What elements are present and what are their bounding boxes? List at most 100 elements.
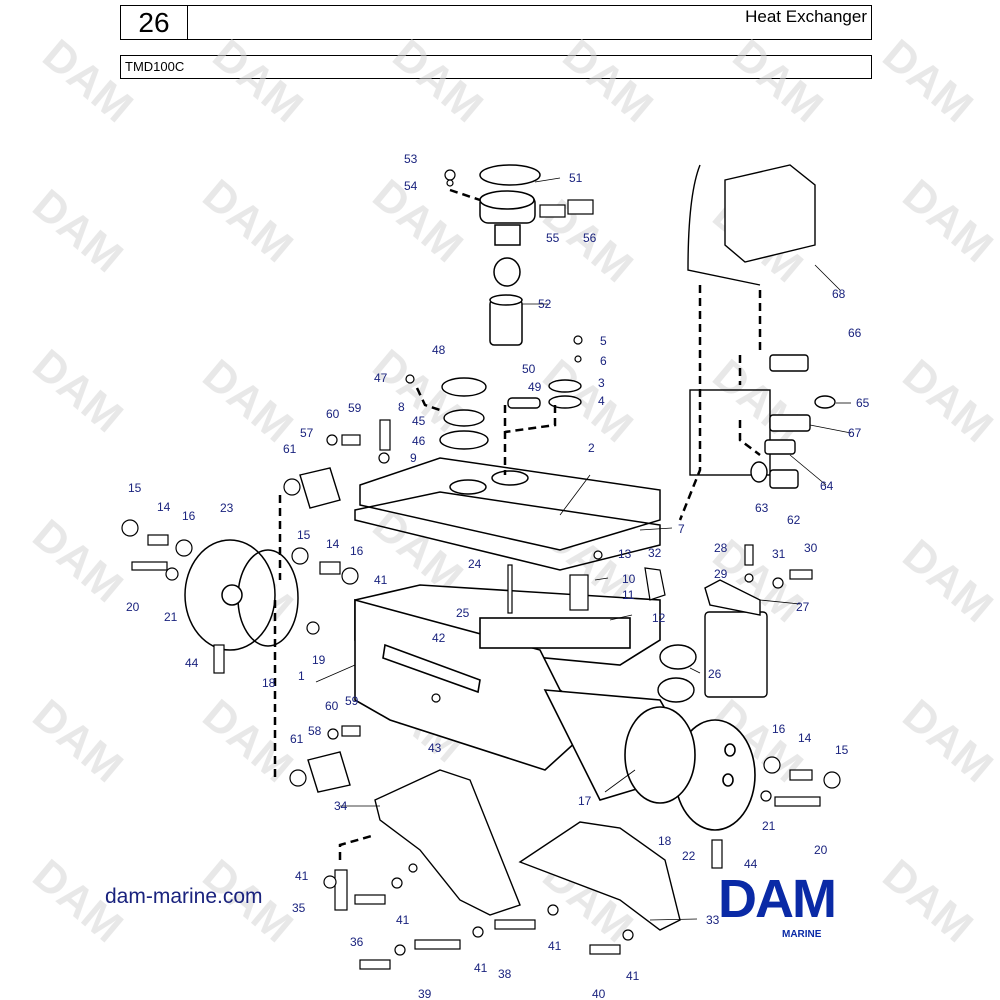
part-label-30: 30 xyxy=(804,541,818,555)
part-label-46: 46 xyxy=(412,434,426,448)
gasket xyxy=(354,491,661,571)
watermark: DAM xyxy=(204,30,312,132)
brand-logo-subtext: MARINE xyxy=(782,929,822,940)
left-end-cover xyxy=(184,539,299,651)
part-label-22: 22 xyxy=(682,849,696,863)
part-label-11: 11 xyxy=(622,588,635,602)
tube-stack xyxy=(624,706,696,804)
watermark: DAM xyxy=(724,30,832,132)
part-label-47: 47 xyxy=(374,371,388,385)
end-port-bottom xyxy=(722,773,734,787)
part-label-2: 2 xyxy=(588,441,595,455)
part-label-34: 34 xyxy=(334,799,348,813)
part-label-16: 16 xyxy=(772,722,786,736)
watermark: DAM xyxy=(24,690,132,792)
watermark: DAM xyxy=(24,510,132,612)
part-label-60: 60 xyxy=(325,699,339,713)
part-label-33: 33 xyxy=(706,913,720,927)
valve-plate xyxy=(479,617,631,649)
part-label-48: 48 xyxy=(432,343,446,357)
part-label-21: 21 xyxy=(164,610,178,624)
part-label-15: 15 xyxy=(128,481,142,495)
part-label-39: 39 xyxy=(418,987,432,1000)
part-label-16: 16 xyxy=(350,544,364,558)
end-port-top xyxy=(724,743,736,757)
part-label-36: 36 xyxy=(350,935,364,949)
part-label-20: 20 xyxy=(814,843,828,857)
part-label-42: 42 xyxy=(432,631,446,645)
part-label-15: 15 xyxy=(835,743,849,757)
flange-bottom xyxy=(307,751,351,793)
watermark: DAM xyxy=(194,350,302,452)
thermostat-port-1 xyxy=(449,479,487,495)
watermark: DAM xyxy=(34,30,142,132)
part-label-59: 59 xyxy=(345,694,359,708)
part-label-41: 41 xyxy=(295,869,309,883)
part-label-61: 61 xyxy=(283,442,297,456)
thermostat-port-2 xyxy=(491,470,529,486)
page-title: Heat Exchanger xyxy=(745,7,867,26)
part-label-38: 38 xyxy=(498,967,512,981)
watermark: DAM xyxy=(24,180,132,282)
part-label-23: 23 xyxy=(220,501,234,515)
hardware xyxy=(121,169,841,970)
part-label-63: 63 xyxy=(755,501,769,515)
part-label-5: 5 xyxy=(600,334,607,348)
mount-bracket-left xyxy=(374,769,521,916)
part-label-45: 45 xyxy=(412,414,426,428)
watermark: DAM xyxy=(894,350,1000,452)
part-label-66: 66 xyxy=(848,326,862,340)
part-label-53: 53 xyxy=(404,152,418,166)
part-number-labels: 1234567891011121314141415151516161617181… xyxy=(126,152,870,1000)
part-label-25: 25 xyxy=(456,606,470,620)
part-label-16: 16 xyxy=(182,509,196,523)
part-label-26: 26 xyxy=(708,667,722,681)
nameplate xyxy=(382,643,481,694)
part-label-44: 44 xyxy=(185,656,199,670)
assembly-lines xyxy=(273,188,762,860)
part-label-31: 31 xyxy=(772,547,786,561)
model-label: TMD100C xyxy=(120,55,872,79)
part-label-12: 12 xyxy=(652,611,666,625)
watermark: DAM xyxy=(894,690,1000,792)
watermark: DAM xyxy=(874,850,982,952)
watermark: DAM xyxy=(894,530,1000,632)
part-label-60: 60 xyxy=(326,407,340,421)
filler-cap-assembly xyxy=(479,164,541,346)
part-label-68: 68 xyxy=(832,287,846,301)
part-label-59: 59 xyxy=(348,401,362,415)
watermark: DAM xyxy=(894,170,1000,272)
thermostat-stack xyxy=(439,377,582,450)
page-number: 26 xyxy=(121,6,188,39)
watermark: DAM xyxy=(384,30,492,132)
part-label-21: 21 xyxy=(762,819,776,833)
part-label-62: 62 xyxy=(787,513,801,527)
watermark: DAM xyxy=(364,170,472,272)
leader-lines xyxy=(315,177,852,921)
part-label-43: 43 xyxy=(428,741,442,755)
part-label-50: 50 xyxy=(522,362,536,376)
header-box: 26 Heat Exchanger xyxy=(120,5,872,40)
part-label-24: 24 xyxy=(468,557,482,571)
part-label-41: 41 xyxy=(626,969,640,983)
part-label-57: 57 xyxy=(300,426,314,440)
brackets xyxy=(299,467,768,931)
part-label-6: 6 xyxy=(600,354,607,368)
sensor-group xyxy=(687,164,836,489)
website-link[interactable]: dam-marine.com xyxy=(105,885,263,908)
part-label-3: 3 xyxy=(598,376,605,390)
part-label-54: 54 xyxy=(404,179,418,193)
part-label-44: 44 xyxy=(744,857,758,871)
part-label-14: 14 xyxy=(326,537,340,551)
part-label-40: 40 xyxy=(592,987,606,1000)
watermark: DAM xyxy=(194,690,302,792)
part-label-8: 8 xyxy=(398,400,405,414)
part-label-14: 14 xyxy=(798,731,812,745)
part-label-14: 14 xyxy=(157,500,171,514)
part-label-4: 4 xyxy=(598,394,605,408)
part-label-29: 29 xyxy=(714,567,728,581)
part-label-17: 17 xyxy=(578,794,592,808)
part-label-10: 10 xyxy=(622,572,636,586)
part-label-27: 27 xyxy=(796,600,810,614)
part-label-9: 9 xyxy=(410,451,417,465)
